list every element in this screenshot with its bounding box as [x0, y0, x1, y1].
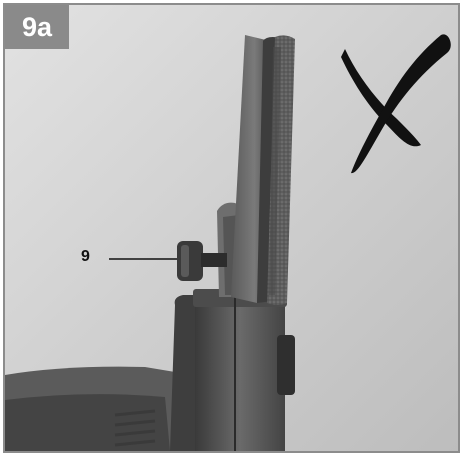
figure-label: 9a — [5, 5, 69, 49]
callout-number: 9 — [81, 248, 90, 265]
tool-photo — [5, 5, 458, 451]
cross-mark-icon — [341, 34, 451, 174]
instruction-figure: 9a 9 — [3, 3, 460, 453]
